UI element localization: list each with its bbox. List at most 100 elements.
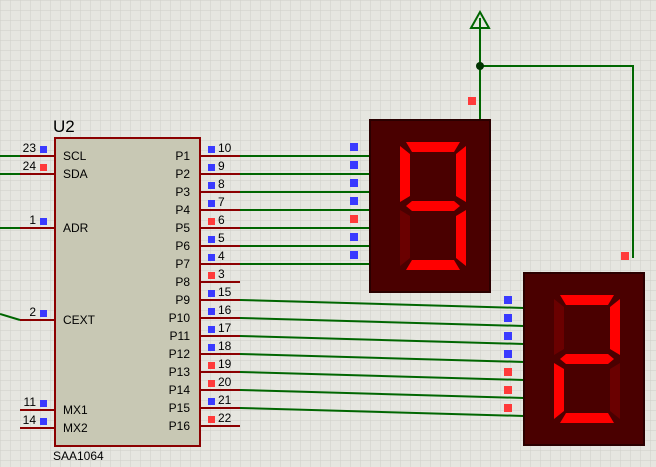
display-pin-state-marker xyxy=(504,368,512,376)
segment-wire xyxy=(239,389,525,399)
right-pin-label: P7 xyxy=(175,257,190,271)
left-pin-label: MX2 xyxy=(63,421,88,435)
right-pin-state-marker xyxy=(208,326,215,333)
right-pin-label: P12 xyxy=(169,347,191,361)
right-pin-number: 15 xyxy=(218,285,232,299)
display-common-state-marker xyxy=(621,252,629,260)
display-pin-state-marker xyxy=(350,215,358,223)
display-pin-state-marker xyxy=(504,386,512,394)
junction-dot xyxy=(476,62,484,70)
right-pin-number: 4 xyxy=(218,249,225,263)
wire-cext xyxy=(0,313,21,321)
right-pin-state-marker xyxy=(208,254,215,261)
left-pin-state-marker xyxy=(40,146,47,153)
display-pin-state-marker xyxy=(504,314,512,322)
right-pin-label: P11 xyxy=(170,329,191,343)
chip-part-name: SAA1064 xyxy=(53,449,104,463)
right-pin-state-marker xyxy=(208,290,215,297)
segment-c xyxy=(610,363,620,419)
right-pin-label: P1 xyxy=(175,149,190,163)
segment-wire xyxy=(239,317,525,327)
left-pin-state-marker xyxy=(40,400,47,407)
display-pin-state-marker xyxy=(350,251,358,259)
left-pin-label: SCL xyxy=(63,149,87,163)
segment-wire xyxy=(239,335,525,345)
segment-c xyxy=(456,210,466,266)
segment-d xyxy=(560,413,614,423)
left-pin-number: 11 xyxy=(24,395,37,409)
display-pin-state-marker xyxy=(350,233,358,241)
display-pin-state-marker xyxy=(504,332,512,340)
right-pin-state-marker xyxy=(208,398,215,405)
right-pin-label: P13 xyxy=(169,365,191,379)
segment-b xyxy=(456,146,466,202)
right-pin-state-marker xyxy=(208,236,215,243)
segment-d xyxy=(406,260,460,270)
left-pin-number: 24 xyxy=(23,159,37,173)
segment-a xyxy=(406,142,460,152)
left-pin-label: MX1 xyxy=(63,403,88,417)
right-pin-label: P16 xyxy=(169,419,191,433)
right-pin-number: 6 xyxy=(218,213,225,227)
display-1[interactable] xyxy=(350,97,491,293)
right-pin-number: 3 xyxy=(218,267,225,281)
right-pin-number: 21 xyxy=(218,393,232,407)
display-pin-state-marker xyxy=(350,143,358,151)
display-pin-state-marker xyxy=(504,296,512,304)
segment-f xyxy=(554,299,564,355)
chip-pins: 23SCL24SDA1ADR2CEXT11MX114MX210P19P28P37… xyxy=(20,141,240,435)
right-pin-state-marker xyxy=(208,416,215,423)
left-pin-number: 2 xyxy=(29,305,36,319)
right-pin-state-marker xyxy=(208,164,215,171)
segment-wire xyxy=(239,407,525,417)
chip-saa1064[interactable]: U2 SAA1064 xyxy=(53,117,201,463)
right-pin-number: 7 xyxy=(218,195,225,209)
segment-f xyxy=(400,146,410,202)
display-common-state-marker xyxy=(468,97,476,105)
display-2[interactable] xyxy=(504,252,645,446)
right-pin-label: P4 xyxy=(175,203,190,217)
power-wire xyxy=(479,28,634,258)
segment-b xyxy=(610,299,620,355)
right-pin-number: 22 xyxy=(218,411,232,425)
right-pin-label: P8 xyxy=(175,275,190,289)
left-pin-label: SDA xyxy=(63,167,88,181)
segment-e xyxy=(554,363,564,419)
left-pin-label: CEXT xyxy=(63,313,96,327)
left-pin-state-marker xyxy=(40,218,47,225)
right-pin-state-marker xyxy=(208,218,215,225)
left-pin-number: 14 xyxy=(23,413,37,427)
seven-segment-displays xyxy=(350,97,645,446)
segment-e xyxy=(400,210,410,266)
right-pin-label: P9 xyxy=(175,293,190,307)
right-pin-state-marker xyxy=(208,146,215,153)
segment-wire xyxy=(239,353,525,363)
right-pin-number: 17 xyxy=(218,321,232,335)
left-pin-state-marker xyxy=(40,164,47,171)
display-pin-state-marker xyxy=(350,179,358,187)
pin-wires xyxy=(239,155,525,417)
right-pin-number: 5 xyxy=(218,231,225,245)
right-pin-number: 16 xyxy=(218,303,232,317)
right-pin-label: P14 xyxy=(169,383,191,397)
segment-g xyxy=(560,354,614,364)
right-pin-number: 18 xyxy=(218,339,232,353)
right-pin-number: 20 xyxy=(218,375,232,389)
right-pin-label: P5 xyxy=(175,221,190,235)
right-pin-label: P15 xyxy=(169,401,191,415)
power-arrow-icon xyxy=(469,9,491,29)
display-pin-state-marker xyxy=(504,350,512,358)
right-pin-state-marker xyxy=(208,272,215,279)
segment-wire xyxy=(239,299,525,309)
left-pin-state-marker xyxy=(40,418,47,425)
segment-a xyxy=(560,295,614,305)
right-pin-label: P3 xyxy=(175,185,190,199)
right-pin-number: 9 xyxy=(218,159,225,173)
segment-wire xyxy=(239,371,525,381)
right-pin-label: P10 xyxy=(169,311,191,325)
segment-g xyxy=(406,201,460,211)
right-pin-state-marker xyxy=(208,200,215,207)
left-pin-state-marker xyxy=(40,310,47,317)
left-pin-number: 23 xyxy=(23,141,37,155)
